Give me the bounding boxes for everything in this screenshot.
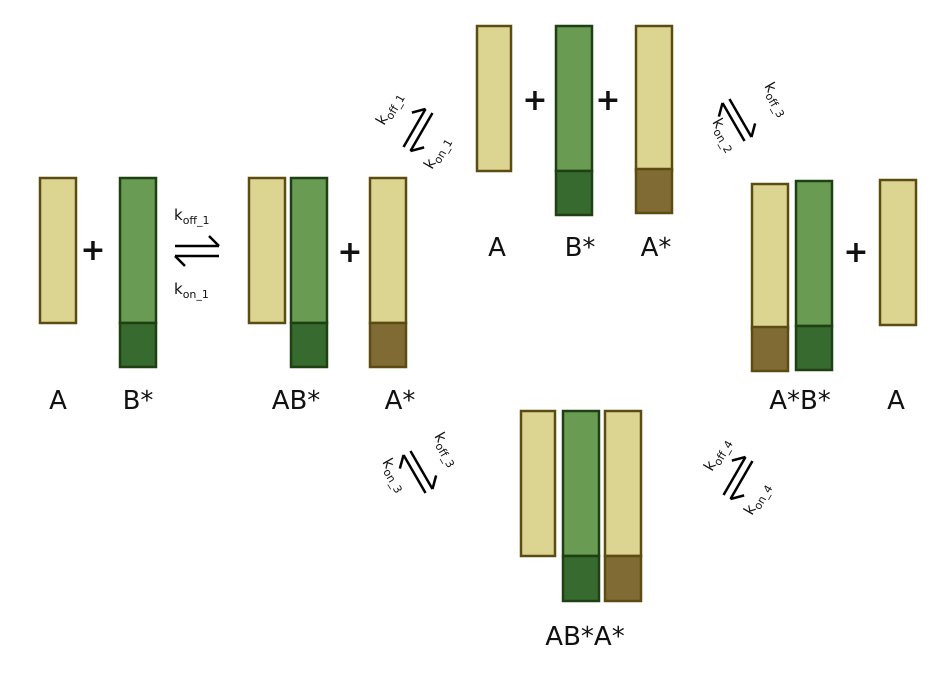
label-B-star: B* — [123, 386, 154, 416]
rate-kon1-label: kon_1 — [174, 280, 209, 301]
strand-B-star-top — [554, 24, 594, 217]
label-A: A — [887, 386, 905, 416]
strand-A-bottom — [519, 409, 557, 558]
rate-koff3-lower: koff_3 — [428, 429, 464, 470]
label-A: A — [49, 386, 67, 416]
plus-sign: + — [595, 83, 620, 118]
strand-A-right — [878, 178, 918, 327]
strand-A-star-row1 — [368, 176, 408, 369]
label-A-star: A* — [641, 233, 672, 263]
strand-B-star-right — [794, 179, 834, 372]
strand-B-star-bottom — [561, 409, 601, 603]
rate-kon1-diag: kon_1 — [420, 133, 456, 174]
strand-A-star-bottom — [603, 409, 643, 603]
rate-koff1-diag: koff_1 — [372, 88, 408, 129]
equilibrium-arrows-lower-right — [722, 455, 754, 501]
strand-A-in-AB-star — [247, 176, 287, 325]
plus-sign: + — [337, 235, 362, 270]
rate-kon4-lower: kon_4 — [740, 479, 776, 520]
strand-B-star-left — [118, 176, 158, 369]
label-A: A — [488, 233, 506, 263]
equilibrium-arrows-1 — [174, 235, 220, 267]
label-A-star: A* — [385, 386, 416, 416]
plus-sign: + — [843, 235, 868, 270]
label-A-star-B-star: A*B* — [769, 386, 831, 416]
rate-koff3-diag: koff_3 — [758, 79, 794, 120]
strand-A-star-top — [634, 24, 674, 215]
strand-B-star-in-AB-star — [289, 176, 329, 369]
rate-kon2-diag: kon_2 — [706, 115, 742, 156]
rate-koff4-lower: koff_4 — [700, 434, 736, 475]
strand-A-star-right — [750, 182, 790, 373]
equilibrium-arrows-lower-left — [398, 450, 438, 494]
label-AB-star-A-star: AB*A* — [545, 622, 624, 652]
equilibrium-arrows-upper-left — [402, 107, 434, 153]
plus-sign: + — [80, 233, 105, 268]
rate-koff1-label: koff_1 — [174, 206, 210, 227]
label-AB-star: AB* — [272, 386, 321, 416]
plus-sign: + — [522, 83, 547, 118]
equilibrium-arrows-upper-right — [717, 98, 757, 142]
strand-A-top — [475, 24, 513, 173]
strand-A-left — [38, 176, 78, 325]
label-B-star: B* — [565, 233, 596, 263]
